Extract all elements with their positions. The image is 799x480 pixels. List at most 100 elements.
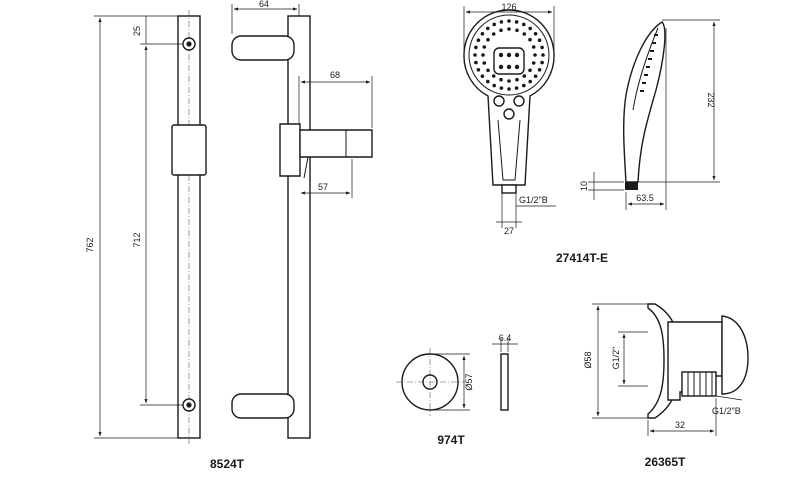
handshower-front-outline <box>463 9 555 186</box>
product-label-27414T-E: 27414T-E <box>556 251 608 265</box>
spray-nozzle <box>533 74 538 78</box>
spray-nozzle <box>482 45 487 49</box>
dim-connector-10: 10 <box>579 181 589 191</box>
spray-nozzle <box>486 79 490 84</box>
spray-nozzle <box>486 68 490 73</box>
dim-outlet-depth-32: 32 <box>675 420 685 430</box>
top-bracket <box>231 35 295 61</box>
side-connector <box>625 182 638 190</box>
top-mount-hole-center <box>186 41 192 47</box>
spray-nozzle <box>528 37 532 42</box>
spray-nozzle <box>522 83 526 88</box>
spray-nozzle <box>499 77 503 82</box>
center-spray-block <box>493 47 525 75</box>
handle-inner-line <box>497 119 521 181</box>
handshower-holder <box>299 129 373 158</box>
product-label-26365T: 26365T <box>645 455 686 469</box>
spray-nozzle <box>499 86 504 90</box>
center-nozzles <box>498 52 520 70</box>
spray-nozzle <box>491 74 496 78</box>
dim-depth-64: 64 <box>259 0 269 9</box>
spray-nozzle <box>482 61 487 65</box>
handle-connector <box>501 184 517 194</box>
slider-side <box>279 123 301 177</box>
dim-offset-25: 25 <box>132 26 142 36</box>
slide-rail-drawing: 762 712 25 64 68 57 8524T <box>85 0 373 471</box>
handshower-drawing: 126 27 G1/2"B 232 10 63.5 274 <box>463 2 720 265</box>
dim-holder-depth-57: 57 <box>318 182 328 192</box>
dim-side-depth-63-5: 63.5 <box>636 193 654 203</box>
spray-nozzle <box>486 26 490 31</box>
outlet-thread-spec: G1/2"B <box>712 406 741 416</box>
spray-nozzle <box>476 38 481 42</box>
thread-spec-handshower: G1/2"B <box>519 195 548 205</box>
dim-overall-762: 762 <box>85 237 95 252</box>
bottom-bracket <box>231 393 295 419</box>
mode-button-left <box>493 95 505 107</box>
spray-nozzles <box>473 19 545 91</box>
spray-nozzle <box>537 68 542 72</box>
spray-nozzle <box>507 87 511 91</box>
spray-nozzle <box>481 53 485 57</box>
spray-nozzle <box>522 22 526 27</box>
spray-nozzle <box>507 79 511 83</box>
spray-nozzle <box>491 32 496 36</box>
holder-lever <box>303 156 309 179</box>
spray-nozzle <box>514 86 519 90</box>
spray-nozzle <box>528 79 532 84</box>
spray-nozzle <box>533 32 538 36</box>
spray-nozzle <box>492 83 497 88</box>
product-label-8524T: 8524T <box>210 457 245 471</box>
product-label-974T: 974T <box>437 433 465 447</box>
dim-flange-dia-57: Ø57 <box>464 373 474 390</box>
spray-nozzle <box>531 45 536 49</box>
spray-face-ring <box>468 14 550 96</box>
spray-nozzle <box>476 68 481 72</box>
spray-nozzle <box>528 26 532 31</box>
dim-height-232: 232 <box>706 92 716 107</box>
dim-outlet-dia-58: Ø58 <box>583 351 593 368</box>
spray-nozzle <box>507 19 511 23</box>
side-nozzle-ticks <box>640 34 658 92</box>
dim-centers-712: 712 <box>132 232 142 247</box>
spray-nozzle <box>499 28 503 33</box>
spray-nozzle <box>541 53 545 57</box>
outlet-nipple <box>681 371 717 397</box>
spray-nozzle <box>522 74 527 78</box>
dim-reach-68: 68 <box>330 70 340 80</box>
spray-nozzle <box>515 77 519 82</box>
spray-nozzle <box>492 22 497 27</box>
rail-slider <box>171 124 207 176</box>
flange-side-profile <box>500 353 509 411</box>
dim-inlet-thread: G1/2" <box>611 347 621 370</box>
flange-drawing: Ø57 6.4 974T <box>396 333 518 447</box>
spray-nozzle <box>515 28 519 33</box>
wall-outlet-drawing: Ø58 G1/2" G1/2"B 32 26365T <box>583 303 749 469</box>
dim-flange-thick-6-4: 6.4 <box>499 333 512 343</box>
dim-handle-width-27: 27 <box>504 226 514 236</box>
bottom-mount-hole-center <box>186 402 192 408</box>
dim-head-width-126: 126 <box>501 2 516 12</box>
spray-nozzle <box>480 74 485 78</box>
mode-button-bottom <box>503 108 515 120</box>
nipple-thread <box>687 372 713 396</box>
spray-nozzle <box>531 61 536 65</box>
spray-nozzle <box>528 68 532 73</box>
spray-nozzle <box>540 45 544 50</box>
spray-nozzle <box>486 37 490 42</box>
spray-nozzle <box>480 32 485 36</box>
spray-nozzle <box>537 38 542 42</box>
spray-nozzle <box>522 32 527 36</box>
spray-nozzle <box>514 20 519 24</box>
spray-nozzle <box>499 20 504 24</box>
outlet-cap <box>721 315 749 395</box>
spray-nozzle <box>507 27 511 31</box>
handshower-side-outline <box>622 21 666 183</box>
spray-nozzle <box>473 53 477 57</box>
spray-nozzle <box>474 60 478 65</box>
spray-nozzle <box>540 60 544 65</box>
mode-button-right <box>513 95 525 107</box>
spray-nozzle <box>533 53 537 57</box>
outlet-thread-leader <box>715 395 743 401</box>
